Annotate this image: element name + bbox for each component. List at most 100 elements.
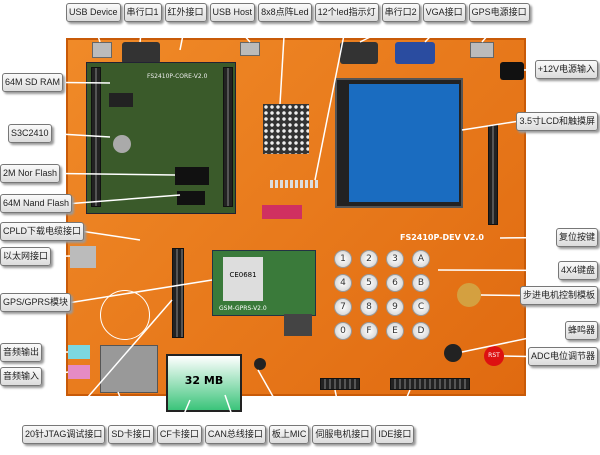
callout-line-bottom-1	[117, 391, 132, 426]
callout-line-bottom-3	[224, 394, 237, 426]
callout-label-bottom-6: IDE接口	[375, 425, 415, 444]
serial-port-2	[340, 42, 378, 64]
key-3: 3	[386, 250, 404, 268]
key-E: E	[386, 322, 404, 340]
callout-line-top-3	[231, 21, 251, 43]
callout-label-bottom-4: 板上MIC	[268, 425, 310, 444]
sd-slot	[100, 345, 158, 393]
callout-line-left-1	[51, 132, 111, 138]
callout-label-left-1: S3C2410	[8, 124, 52, 143]
callout-line-top-1	[139, 21, 144, 43]
callout-label-bottom-5: 伺服电机接口	[312, 425, 373, 444]
mic	[254, 358, 266, 370]
jtag-header	[172, 248, 184, 338]
key-8: 8	[360, 298, 378, 316]
key-A: A	[412, 250, 430, 268]
ide-header	[390, 378, 470, 390]
key-F: F	[360, 322, 378, 340]
dev-silk: FS2410P-DEV V2.0	[400, 233, 484, 242]
key-D: D	[412, 322, 430, 340]
callout-line-right-2	[499, 236, 556, 239]
callout-label-right-5: 蜂鸣器	[564, 321, 598, 340]
callout-label-bottom-3: CAN总线接口	[204, 425, 266, 444]
callout-label-left-4: CPLD下载电缆接口	[0, 222, 85, 241]
callout-label-top-8: GPS电源接口	[468, 3, 530, 22]
audio-in-jack	[68, 365, 90, 379]
callout-label-right-1: 3.5寸LCD和触摸屏	[516, 112, 598, 131]
led-indicators	[270, 180, 320, 188]
callout-line-right-6	[503, 355, 529, 358]
nor-flash-chip	[175, 167, 209, 185]
key-6: 6	[386, 274, 404, 292]
callout-label-top-5: 12个led指示灯	[314, 3, 379, 22]
callout-label-left-8: 音频输入	[0, 367, 43, 386]
core-silk: FS2410P-CORE-V2.0	[147, 73, 208, 80]
callout-line-top-5	[314, 21, 348, 181]
callout-line-top-2	[179, 21, 187, 51]
key-B: B	[412, 274, 430, 292]
adc-potentiometer: RST	[484, 346, 504, 366]
key-9: 9	[386, 298, 404, 316]
key-1: 1	[334, 250, 352, 268]
vga-port	[395, 42, 435, 64]
dc-motor-mount	[100, 290, 150, 340]
led-matrix	[263, 104, 309, 154]
callout-label-left-5: 以太网接口	[0, 247, 52, 266]
key-C: C	[412, 298, 430, 316]
callout-label-left-3: 64M Nand Flash	[0, 194, 73, 213]
callout-label-top-7: VGA接口	[422, 3, 466, 22]
callout-line-bottom-6	[394, 389, 411, 426]
dip-switch	[262, 205, 302, 219]
callout-label-top-6: 串行口2	[381, 3, 420, 22]
callout-label-left-6: GPS/GPRS模块	[0, 293, 72, 312]
callout-label-top-3: USB Host	[209, 3, 256, 22]
callout-label-top-2: 红外接口	[164, 3, 207, 22]
callout-label-top-1: 串行口1	[123, 3, 162, 22]
callout-label-right-6: ADC电位调节器	[527, 347, 598, 366]
callout-label-right-3: 4X4键盘	[557, 261, 598, 280]
callout-label-left-2: 2M Nor Flash	[0, 164, 61, 183]
sim-slot	[284, 314, 312, 336]
nand-flash-chip	[177, 191, 205, 205]
usb-host-port	[240, 42, 260, 56]
callout-label-left-7: 音频输出	[0, 343, 43, 362]
callout-line-left-3	[71, 194, 181, 205]
callout-line-right-4	[480, 294, 520, 297]
sdram-chip	[109, 93, 133, 107]
gprs-chip: CE0681	[223, 257, 263, 301]
callout-line-right-5	[461, 329, 566, 353]
lcd-screen	[349, 84, 459, 202]
callout-label-right-4: 步进电机控制模板	[519, 286, 598, 305]
ethernet-port	[70, 246, 96, 268]
lcd-frame	[335, 78, 463, 208]
callout-line-bottom-2	[178, 399, 191, 426]
callout-label-bottom-0: 20针JTAG调试接口	[22, 425, 106, 444]
callout-line-left-5	[50, 255, 71, 258]
callout-line-left-7	[42, 351, 69, 354]
callout-line-right-0	[523, 68, 535, 71]
callout-line-top-0	[92, 21, 101, 43]
power-jack	[500, 62, 524, 80]
callout-line-bottom-0	[63, 299, 173, 426]
callout-line-left-2	[60, 172, 176, 176]
stepper-gear	[457, 283, 481, 307]
callout-label-left-0: 64M SD RAM	[2, 73, 64, 92]
callout-label-bottom-2: CF卡接口	[156, 425, 202, 444]
callout-line-bottom-5	[334, 389, 344, 426]
callout-line-right-3	[437, 269, 558, 272]
callout-label-top-4: 8x8点阵Led	[258, 3, 312, 22]
callout-line-bottom-4	[257, 369, 290, 426]
gps-power-port	[470, 42, 494, 58]
audio-out-jack	[68, 345, 90, 359]
callout-line-top-7	[424, 21, 445, 43]
callout-line-top-8	[481, 21, 500, 43]
key-0: 0	[334, 322, 352, 340]
callout-line-left-4	[83, 230, 141, 241]
key-7: 7	[334, 298, 352, 316]
callout-line-left-8	[41, 371, 69, 378]
module-header-right	[223, 67, 233, 207]
